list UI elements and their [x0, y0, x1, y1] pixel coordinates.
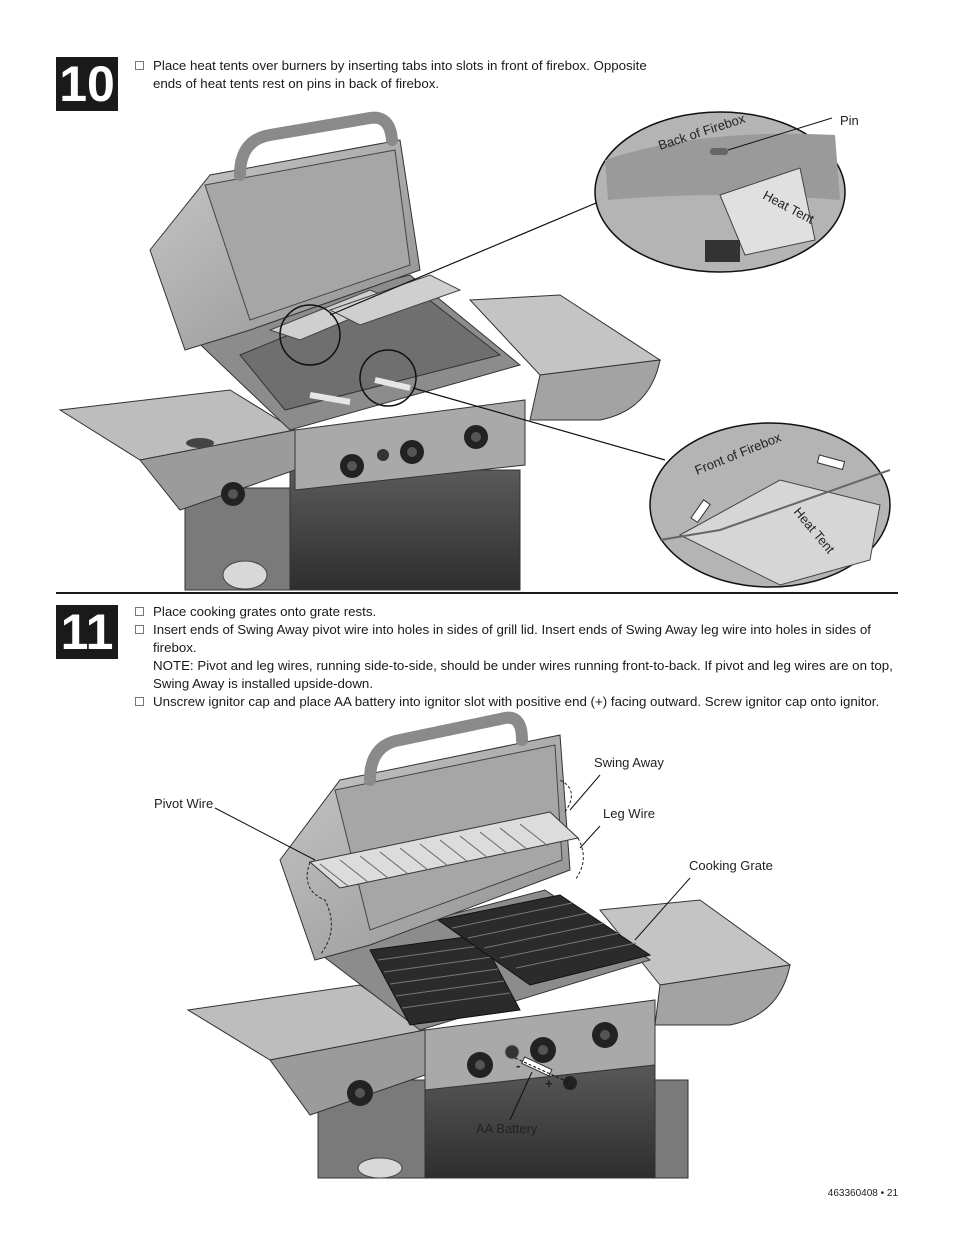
detail-front-of-firebox: Front of Firebox Heat Tent [649, 422, 891, 588]
bracket-detail [705, 240, 740, 262]
step-10-line-2-row: ends of heat tents rest on pins in back … [133, 75, 653, 93]
detail-back-of-firebox: Back of Firebox Heat Tent Pin [594, 111, 859, 273]
heat-tent-detail [678, 479, 881, 586]
control-knob [592, 1022, 618, 1048]
cooking-grate [436, 894, 652, 986]
burner-tube [309, 392, 351, 405]
label-pivot-wire: Pivot Wire [154, 796, 213, 811]
control-knob [464, 425, 488, 449]
tab-slot [816, 454, 846, 471]
gas-regulator [357, 1157, 403, 1179]
ignitor-cap [563, 1076, 577, 1090]
control-knob [340, 454, 364, 478]
side-burner [186, 438, 214, 448]
pin-detail [710, 148, 728, 155]
label-leg-wire: Leg Wire [603, 806, 655, 821]
label-pin: Pin [840, 113, 859, 128]
step-11-bullet-2-line-3: Swing Away is installed upside-down. [153, 676, 374, 691]
step-11-bullet-1-text: Place cooking grates onto grate rests. [153, 604, 377, 619]
checkbox-icon [135, 625, 144, 634]
burner-tube [374, 377, 411, 391]
step-11-bullet-1: Place cooking grates onto grate rests. [133, 603, 903, 621]
step-11-bullet-2-line-1: Insert ends of Swing Away pivot wire int… [153, 622, 871, 655]
step-number-11: 11 [56, 605, 118, 659]
grill-illustration-step-11: - + [186, 711, 792, 1179]
side-burner-knob [221, 482, 245, 506]
callout-circle-back [279, 304, 341, 366]
control-knob [467, 1052, 493, 1078]
callout-circle-front [359, 349, 417, 407]
step-10-instructions: Place heat tents over burners by inserti… [133, 57, 653, 93]
checkbox-icon [135, 697, 144, 706]
step-number-10: 10 [56, 57, 118, 111]
checkbox-icon [135, 61, 144, 70]
battery-minus: - [516, 1058, 520, 1073]
section-divider [56, 592, 898, 594]
label-cooking-grate: Cooking Grate [689, 858, 773, 873]
label-swing-away: Swing Away [594, 755, 664, 770]
grill-illustration-step-10 [58, 111, 666, 591]
control-knob [400, 440, 424, 464]
step-11-bullet-2-cont-1: NOTE: Pivot and leg wires, running side-… [133, 657, 903, 675]
side-burner-knob [347, 1080, 373, 1106]
step-11-bullet-2-cont-2: Swing Away is installed upside-down. [133, 675, 903, 693]
step-11-bullet-3-text: Unscrew ignitor cap and place AA battery… [153, 694, 880, 709]
ignitor-button [377, 449, 389, 461]
heat-tent-detail [719, 167, 816, 256]
label-aa-battery: AA Battery [476, 1121, 538, 1136]
step-11-bullet-3: Unscrew ignitor cap and place AA battery… [133, 693, 903, 711]
tab-slot [690, 499, 711, 524]
cart-door [289, 469, 521, 591]
step-10-line-1: Place heat tents over burners by inserti… [153, 58, 647, 73]
step-11-bullet-2: Insert ends of Swing Away pivot wire int… [133, 621, 903, 657]
step-10-line-2: ends of heat tents rest on pins in back … [153, 76, 440, 91]
page-footer: 463360408 • 21 [827, 1188, 898, 1199]
step-10-bullet: Place heat tents over burners by inserti… [133, 57, 653, 75]
checkbox-icon [135, 607, 144, 616]
gas-regulator [222, 560, 268, 590]
lid-handle [234, 111, 398, 181]
step-11-instructions: Place cooking grates onto grate rests. I… [133, 603, 903, 711]
step-11-bullet-2-line-2: NOTE: Pivot and leg wires, running side-… [153, 658, 893, 673]
battery-plus: + [545, 1076, 553, 1091]
cooking-grate [369, 934, 521, 1026]
swing-away-rack [306, 779, 584, 956]
ignitor-slot [504, 1044, 520, 1060]
control-knob [530, 1037, 556, 1063]
lid-handle [364, 711, 528, 786]
